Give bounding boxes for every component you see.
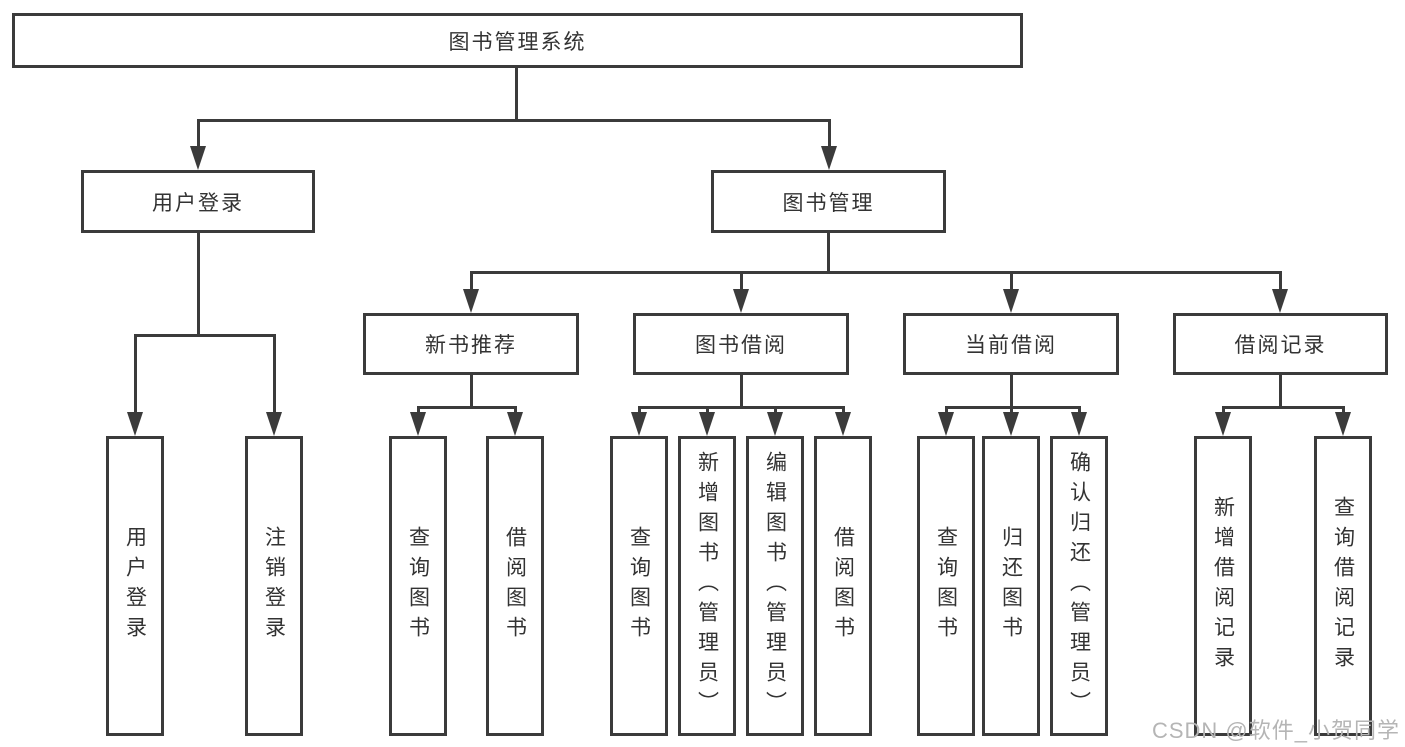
leaf-borrow-books-2-label: 借阅图书	[831, 526, 855, 646]
connector-g4-bar	[1222, 406, 1344, 409]
connector-g3-drop-1	[945, 406, 948, 414]
leaf-logout: 注销登录	[245, 436, 303, 736]
connector-book-stem	[827, 233, 830, 274]
connector-g3-drop-3	[1078, 406, 1081, 414]
arrow-down-icon	[835, 412, 851, 436]
leaf-edit-book-admin: 编辑图书（管理员）	[746, 436, 804, 736]
node-root-label: 图书管理系统	[448, 30, 587, 54]
csdn-watermark: CSDN @软件_小贺同学	[1151, 718, 1400, 743]
arrow-down-icon	[821, 146, 837, 170]
arrow-down-icon	[1003, 412, 1019, 436]
connector-book-bar	[470, 271, 1281, 274]
arrow-down-icon	[733, 289, 749, 313]
node-book-borrowing-label: 图书借阅	[695, 334, 787, 357]
connector-root-drop-right	[828, 119, 831, 149]
leaf-logout-label: 注销登录	[262, 526, 286, 646]
leaf-return-book: 归还图书	[982, 436, 1040, 736]
connector-book-drop-4	[1279, 271, 1282, 292]
connector-book-drop-2	[740, 271, 743, 292]
connector-root-bar	[197, 119, 831, 122]
arrow-down-icon	[767, 412, 783, 436]
connector-g1-bar	[417, 406, 516, 409]
connector-g2-drop-3	[774, 406, 777, 414]
connector-g1-drop-1	[417, 406, 420, 414]
node-new-book-recommend: 新书推荐	[363, 313, 579, 375]
arrow-down-icon	[699, 412, 715, 436]
leaf-query-books-3: 查询图书	[917, 436, 975, 736]
leaf-add-book-admin: 新增图书（管理员）	[678, 436, 736, 736]
connector-user-drop-1	[134, 334, 137, 412]
connector-g2-drop-2	[706, 406, 709, 414]
arrow-down-icon	[631, 412, 647, 436]
node-borrowing-records: 借阅记录	[1173, 313, 1388, 375]
node-user-login-label: 用户登录	[152, 191, 244, 215]
connector-root-stem	[515, 68, 518, 122]
leaf-borrow-books-1-label: 借阅图书	[503, 526, 527, 646]
leaf-query-books-2-label: 查询图书	[627, 526, 651, 646]
connector-book-drop-1	[470, 271, 473, 292]
arrow-down-icon	[507, 412, 523, 436]
leaf-edit-book-admin-label: 编辑图书（管理员）	[763, 451, 787, 721]
leaf-query-borrow-record-label: 查询借阅记录	[1331, 496, 1355, 676]
connector-g4-drop-2	[1342, 406, 1345, 414]
arrow-down-icon	[1071, 412, 1087, 436]
connector-user-drop-2	[273, 334, 276, 412]
connector-g3-drop-2	[1010, 406, 1013, 414]
leaf-borrow-books-2: 借阅图书	[814, 436, 872, 736]
connector-g1-stem	[470, 375, 473, 409]
leaf-query-borrow-record: 查询借阅记录	[1314, 436, 1372, 736]
leaf-query-books-3-label: 查询图书	[934, 526, 958, 646]
connector-user-bar	[134, 334, 275, 337]
connector-g3-stem	[1010, 375, 1013, 409]
connector-user-stem	[197, 233, 200, 337]
arrow-down-icon	[190, 146, 206, 170]
arrow-down-icon	[266, 412, 282, 436]
connector-g1-drop-2	[514, 406, 517, 414]
node-borrowing-records-label: 借阅记录	[1234, 334, 1327, 357]
arrow-down-icon	[1215, 412, 1231, 436]
leaf-confirm-return-admin-label: 确认归还（管理员）	[1067, 451, 1091, 721]
arrow-down-icon	[127, 412, 143, 436]
node-user-login: 用户登录	[81, 170, 315, 233]
leaf-confirm-return-admin: 确认归还（管理员）	[1050, 436, 1108, 736]
arrow-down-icon	[938, 412, 954, 436]
connector-root-drop-left	[197, 119, 200, 149]
arrow-down-icon	[463, 289, 479, 313]
node-root: 图书管理系统	[12, 13, 1023, 68]
node-book-borrowing: 图书借阅	[633, 313, 849, 375]
arrow-down-icon	[1003, 289, 1019, 313]
leaf-query-books-2: 查询图书	[610, 436, 668, 736]
node-book-management: 图书管理	[711, 170, 946, 233]
node-new-book-recommend-label: 新书推荐	[425, 334, 517, 357]
node-current-borrowing-label: 当前借阅	[965, 334, 1057, 357]
node-current-borrowing: 当前借阅	[903, 313, 1119, 375]
leaf-query-books-1-label: 查询图书	[406, 526, 430, 646]
connector-book-drop-3	[1010, 271, 1013, 292]
arrow-down-icon	[1272, 289, 1288, 313]
connector-g2-bar	[638, 406, 844, 409]
leaf-user-login: 用户登录	[106, 436, 164, 736]
leaf-query-books-1: 查询图书	[389, 436, 447, 736]
connector-g4-drop-1	[1222, 406, 1225, 414]
leaf-user-login-label: 用户登录	[123, 526, 147, 646]
leaf-return-book-label: 归还图书	[999, 526, 1023, 646]
connector-g2-drop-1	[638, 406, 641, 414]
connector-g2-stem	[740, 375, 743, 409]
connector-g2-drop-4	[842, 406, 845, 414]
arrow-down-icon	[1335, 412, 1351, 436]
leaf-add-book-admin-label: 新增图书（管理员）	[695, 451, 719, 721]
node-book-management-label: 图书管理	[782, 191, 875, 215]
leaf-add-borrow-record-label: 新增借阅记录	[1211, 496, 1235, 676]
arrow-down-icon	[410, 412, 426, 436]
leaf-borrow-books-1: 借阅图书	[486, 436, 544, 736]
connector-g4-stem	[1279, 375, 1282, 409]
leaf-add-borrow-record: 新增借阅记录	[1194, 436, 1252, 736]
